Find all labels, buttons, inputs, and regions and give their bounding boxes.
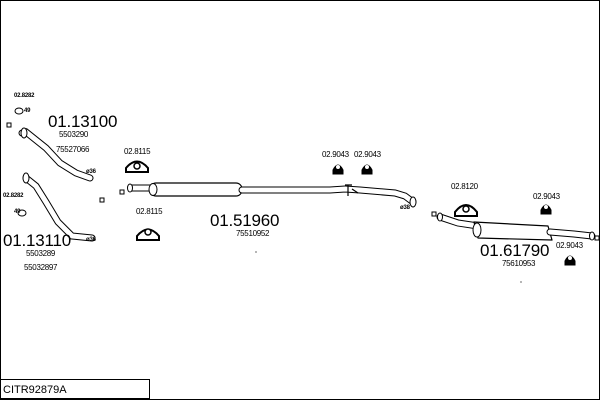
mount-code-label: 02.8282 xyxy=(14,93,35,99)
hanger-icon[interactable] xyxy=(564,255,576,266)
hanger-code-label: 02.8115 xyxy=(124,147,151,156)
part-number-label[interactable]: 01.13110 xyxy=(3,231,72,250)
hanger-icon[interactable] xyxy=(361,164,373,175)
diameter-label: ø36 xyxy=(86,237,96,243)
clamp-icon xyxy=(99,197,105,203)
diameter-label: ø36 xyxy=(86,169,96,175)
reference-number: 55032897 xyxy=(24,263,58,272)
clamp-icon xyxy=(6,122,12,128)
reference-number: 75510952 xyxy=(236,229,270,238)
mount-code-label: 02.8282 xyxy=(3,193,24,199)
clamp-icon xyxy=(431,211,437,217)
part-number-label[interactable]: 01.13100 xyxy=(48,112,118,131)
front-pipe-upper[interactable] xyxy=(18,127,94,182)
hanger-code-label: 02.9043 xyxy=(322,150,349,159)
hanger-code-label: 02.9043 xyxy=(354,150,381,159)
hanger-icon[interactable] xyxy=(332,164,344,175)
reference-number: 75527066 xyxy=(56,145,90,154)
hanger-code-label: 02.9043 xyxy=(533,192,560,201)
hanger-icon[interactable] xyxy=(125,160,149,173)
hanger-code-label: 02.8120 xyxy=(451,182,478,191)
hanger-code-label: 02.9043 xyxy=(556,241,583,250)
hanger-icon[interactable] xyxy=(540,204,552,215)
reference-number: 5503289 xyxy=(26,249,56,258)
rear-silencer[interactable] xyxy=(436,212,596,241)
diagram-code-box: CITR92879A xyxy=(0,379,150,399)
mount-size-label: 49 xyxy=(14,209,21,215)
mount-size-label: 49 xyxy=(24,108,31,114)
hanger-icon[interactable] xyxy=(454,204,478,217)
reference-number: 5503290 xyxy=(59,130,89,139)
clamp-icon xyxy=(594,235,600,241)
front-pipe-lower[interactable] xyxy=(22,172,96,242)
hanger-icon[interactable] xyxy=(136,228,160,241)
reference-number: 75610953 xyxy=(502,259,536,268)
middle-silencer[interactable] xyxy=(127,182,417,208)
part-number-label[interactable]: 01.51960 xyxy=(210,211,280,230)
diameter-label: ø38 xyxy=(400,205,410,211)
hanger-code-label: 02.8115 xyxy=(136,207,163,216)
part-number-label[interactable]: 01.61790 xyxy=(480,241,550,260)
mount-icon xyxy=(14,107,27,217)
clamp-icon xyxy=(119,189,125,195)
diagram-code: CITR92879A xyxy=(3,384,67,396)
